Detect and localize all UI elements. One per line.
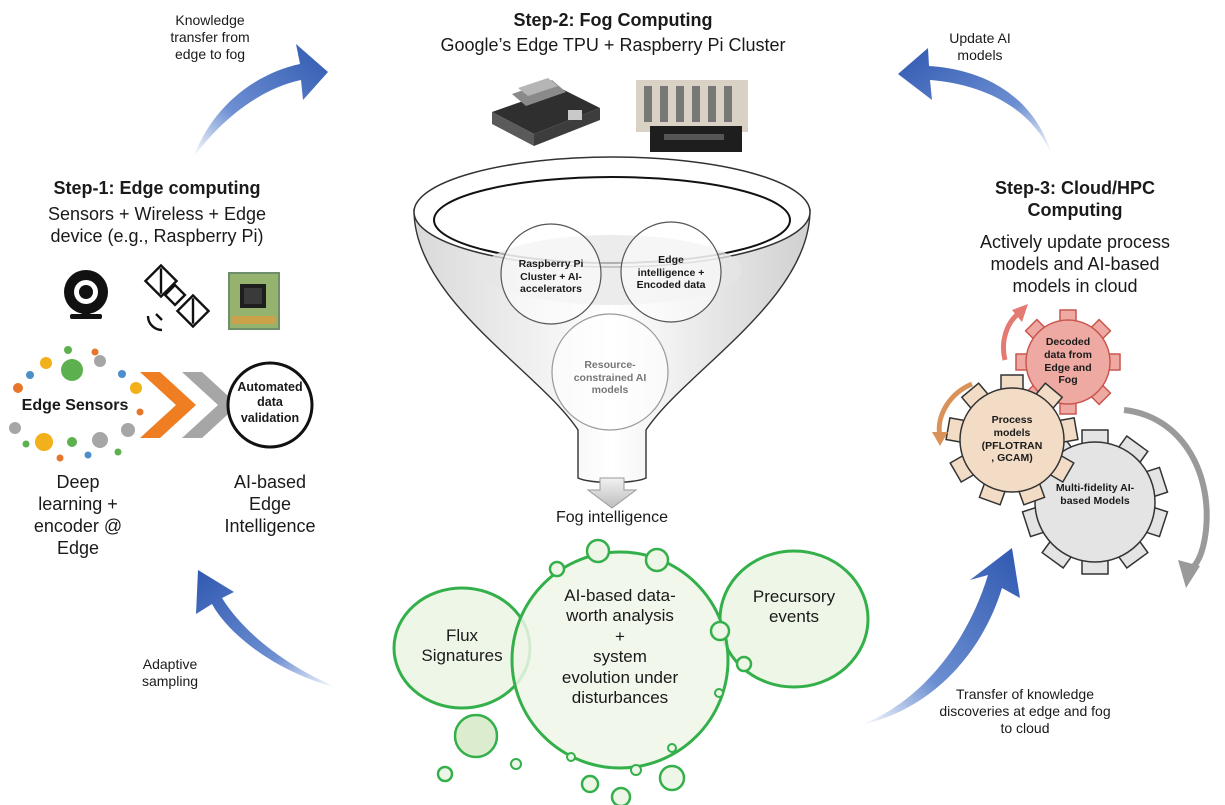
gear-decoded-label: Decoded data from Edge and Fog <box>1044 336 1092 387</box>
transfer-cloud-label: Transfer of knowledge discoveries at edg… <box>939 686 1111 737</box>
arrow-update-ai <box>898 48 1052 155</box>
satellite-icon <box>143 263 211 332</box>
gear-process-label: Process models (PFLOTRAN , GCAM) <box>981 414 1043 465</box>
funnel-circle-resource <box>551 313 669 431</box>
knowledge-transfer-label: Knowledge transfer from edge to fog <box>170 12 250 63</box>
bubble-precursory-label: Precursory events <box>752 587 836 627</box>
update-ai-label: Update AI models <box>949 30 1011 64</box>
ai-edge-intelligence-label: AI-based Edge Intelligence <box>224 472 316 536</box>
step3-title: Step-3: Cloud/HPC Computing <box>995 178 1155 220</box>
bubble-flux-label: Flux Signatures <box>421 626 503 666</box>
edge-sensors-label: Edge Sensors <box>21 397 129 414</box>
step2-title: Step-2: Fog Computing <box>513 10 713 30</box>
gear-process <box>945 374 1079 506</box>
bubble-main <box>510 550 730 770</box>
rotation-arrow-gray <box>1123 407 1210 588</box>
webcam-icon <box>64 270 108 319</box>
arrow-adaptive-sampling <box>196 570 338 688</box>
deep-learning-label: Deep learning + encoder @ Edge <box>33 472 123 558</box>
step1-title: Step-1: Edge computing <box>53 178 261 198</box>
arrow-transfer-cloud <box>860 548 1020 725</box>
adaptive-sampling-label: Adaptive sampling <box>141 656 199 690</box>
arrow-knowledge-transfer <box>193 44 328 158</box>
rotation-arrow-tan <box>932 381 974 446</box>
gear-decoded <box>1015 309 1121 415</box>
down-arrow <box>586 477 638 509</box>
validation-label: Automated data validation <box>237 380 303 425</box>
bubble-cluster <box>392 538 870 805</box>
gear-multifidelity-label: Multi-fidelity AI- based Models <box>1055 482 1135 507</box>
funnel-circle-edge-intelligence <box>620 221 722 323</box>
edge-sensors-cluster <box>9 346 144 462</box>
fog-intelligence-label: Fog intelligence <box>555 509 669 526</box>
funnel-circle-raspberry-label: Raspberry Pi Cluster + AI- accelerators <box>518 258 584 296</box>
chevron-orange <box>140 372 196 438</box>
validation-circle <box>226 361 314 449</box>
step2-subtitle: Google’s Edge TPU + Raspberry Pi Cluster <box>440 35 786 55</box>
step3-subtitle: Actively update process models and AI-ba… <box>979 232 1171 296</box>
rotation-arrow-red <box>1001 304 1028 361</box>
funnel-circle-raspberry <box>500 223 602 325</box>
funnel-circle-edge-intelligence-label: Edge intelligence + Encoded data <box>636 254 706 292</box>
funnel-circle-resource-label: Resource- constrained AI models <box>573 359 647 397</box>
edge-tpu-image <box>492 78 600 146</box>
raspberry-pi-cluster-image <box>636 80 748 152</box>
bubble-main-label: AI-based data- worth analysis + system e… <box>561 586 679 707</box>
step1-subtitle: Sensors + Wireless + Edge device (e.g., … <box>47 204 267 246</box>
circuit-board-image <box>228 272 280 330</box>
